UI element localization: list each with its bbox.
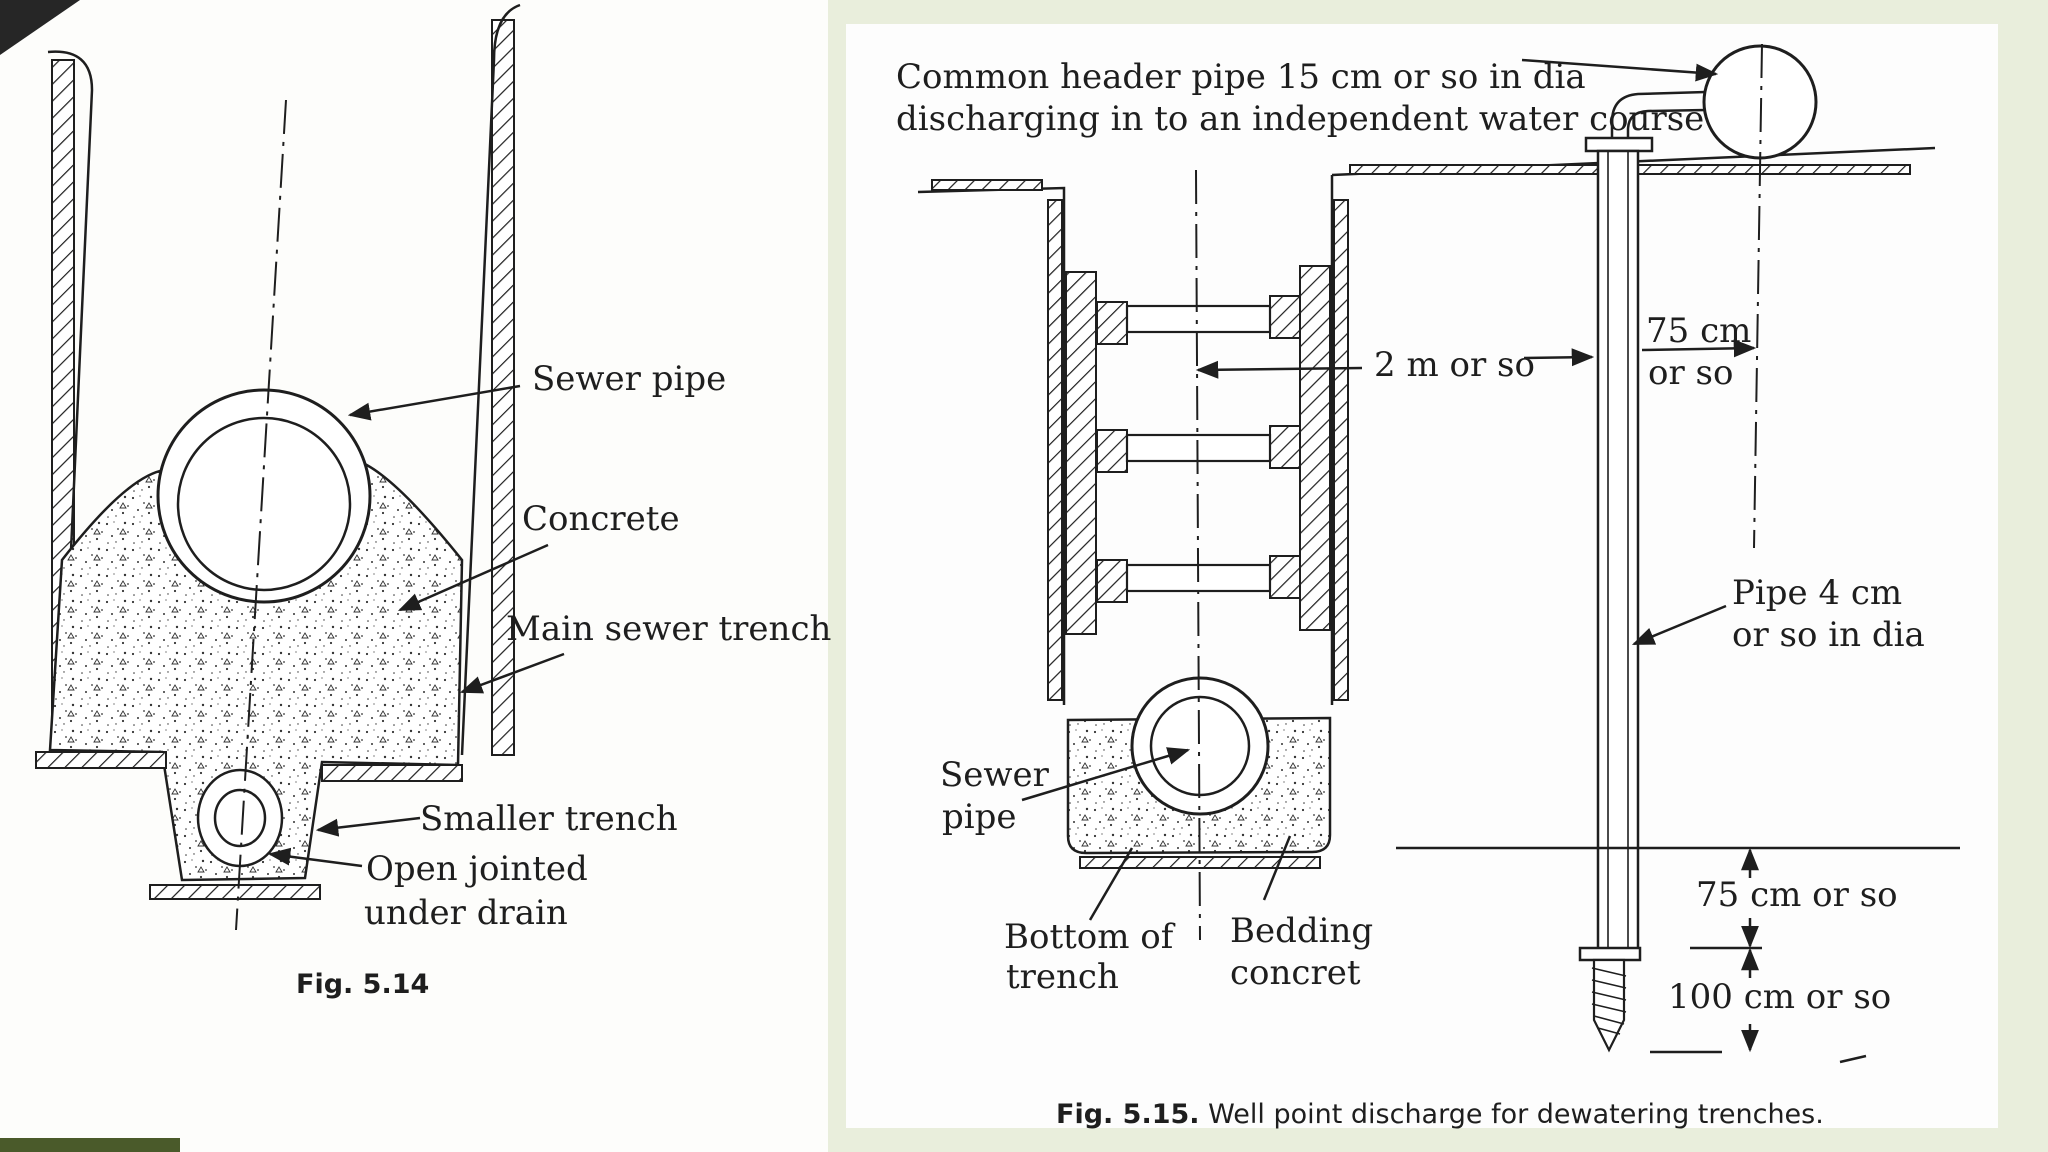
caption-fig-5-15-number: Fig. 5.15. (1056, 1099, 1200, 1130)
dimension-75cm-offset (1641, 339, 1757, 358)
trench-bottom-hatch (35, 751, 463, 900)
sewer-pipe-small (1130, 676, 1270, 816)
under-drain-pipe (196, 768, 284, 868)
figure-5-15: Common header pipe 15 cm or so in dia di… (846, 24, 1998, 1130)
sewer-pipe-large (156, 388, 372, 604)
leader-header-pipe (1521, 58, 1719, 82)
well-point-pipe (1578, 149, 1642, 1053)
leader-main-trench (459, 652, 565, 694)
label-open-jointed: Open jointed (366, 849, 588, 889)
label-depth-100: 100 cm or so (1668, 977, 1891, 1017)
label-offset-line1: 75 cm (1646, 311, 1751, 351)
figure-5-14: Sewer pipe Concrete Main sewer trench Sm… (0, 0, 831, 1152)
label-header-pipe-line1: Common header pipe 15 cm or so in dia (896, 57, 1586, 97)
trench-sheeting (1065, 265, 1331, 635)
label-spacing: 2 m or so (1374, 345, 1535, 385)
page-corner-shadow (0, 0, 80, 55)
trench-wall-hatch (1047, 199, 1349, 701)
label-bedding-line2: concret (1230, 953, 1361, 993)
label-bedding-line1: Bedding (1230, 911, 1373, 951)
label-depth-75: 75 cm or so (1696, 875, 1898, 915)
label-pipe-dia-line1: Pipe 4 cm (1732, 573, 1902, 613)
label-header-pipe-line2: discharging in to an independent water c… (896, 99, 1704, 139)
photo-edge-strip (0, 1138, 180, 1152)
leader-sewer-pipe-right (1021, 747, 1191, 802)
label-under-drain: under drain (364, 893, 568, 933)
label-sewer-line1: Sewer (940, 755, 1050, 795)
label-bottom-line2: trench (1006, 957, 1119, 997)
leader-sewer-pipe (347, 384, 521, 421)
leader-well-pipe (1631, 604, 1727, 646)
centre-line-trench (1195, 169, 1201, 941)
caption-fig-5-14: Fig. 5.14 (296, 969, 429, 1000)
caption-fig-5-15: Fig. 5.15. Well point discharge for dewa… (1056, 1099, 1824, 1130)
label-offset-line2: or so (1648, 353, 1733, 393)
label-smaller-trench: Smaller trench (420, 799, 678, 839)
leader-concrete (397, 543, 549, 612)
label-main-sewer-trench: Main sewer trench (506, 609, 831, 649)
leader-under-drain (267, 847, 363, 868)
label-pipe-dia-line2: or so in dia (1732, 615, 1925, 655)
label-concrete: Concrete (522, 499, 680, 539)
dimension-depths (1650, 847, 1867, 1064)
leader-smaller-trench (315, 816, 421, 837)
concrete-fill (48, 458, 464, 882)
caption-fig-5-15-text: Well point discharge for dewatering tren… (1200, 1099, 1824, 1130)
right-page-paper (846, 24, 1998, 1128)
centre-line-left (235, 99, 287, 931)
header-centre-line (1753, 43, 1763, 549)
leader-bottom-of-trench (1088, 847, 1134, 921)
label-sewer-pipe: Sewer pipe (532, 359, 726, 399)
label-bottom-line1: Bottom of (1004, 917, 1176, 957)
leader-bedding-concrete (1262, 835, 1292, 901)
label-sewer-line2: pipe (942, 797, 1017, 837)
dimension-2m (1195, 348, 1595, 379)
